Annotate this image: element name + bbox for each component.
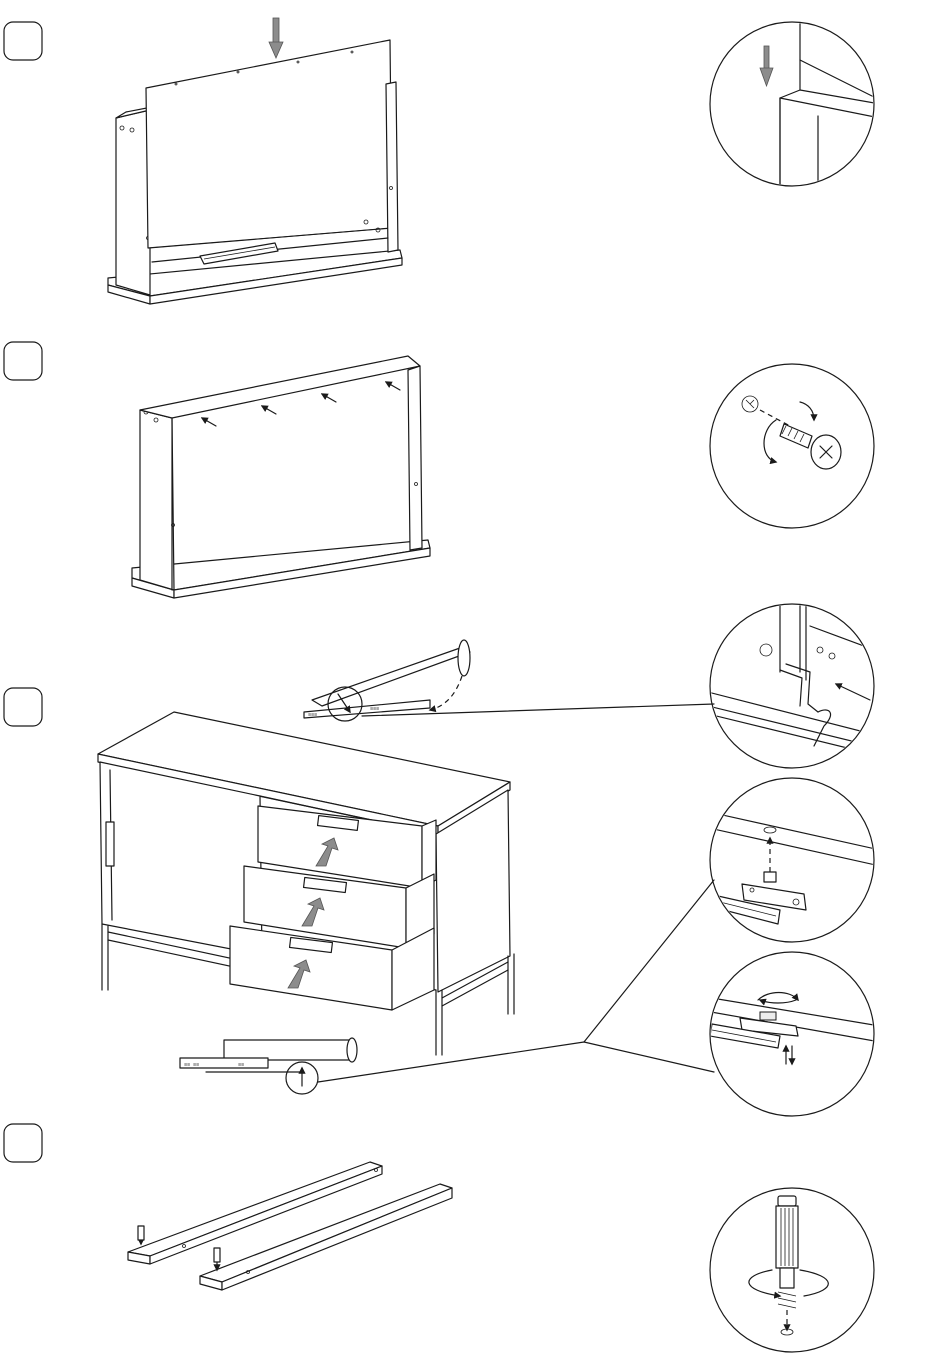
step-2-illustration [132,356,430,598]
step-box-4 [4,1124,42,1162]
clip-icon [700,810,880,924]
svg-text:≡≡: ≡≡ [238,1062,244,1068]
step-3-illustration [98,712,514,1055]
detail-slide-adjust [700,952,880,1116]
step-box-2 [4,342,42,380]
svg-text:≡≡≡: ≡≡≡ [370,706,379,712]
step-4-illustration [128,1162,452,1290]
detail-screw [710,364,874,528]
detail-slide-clip [700,778,880,942]
svg-text:≡≡ ≡≡: ≡≡ ≡≡ [184,1062,199,1068]
step-box-1 [4,22,42,60]
step-box-3 [4,688,42,726]
rail-clip-icon [700,600,880,756]
screw-icon [742,396,841,469]
detail-cam-bolt [710,1188,874,1352]
bolt-icon [749,1196,828,1335]
svg-text:≡≡≡: ≡≡≡ [308,712,317,718]
down-arrow-icon [760,46,773,86]
down-arrow-icon [269,18,283,58]
drawer-rail-top: ≡≡≡ ≡≡≡ [304,640,714,721]
detail-drawer-rail [700,600,880,768]
step-1-illustration [108,18,402,304]
rotate-icon [700,993,880,1065]
detail-panel-insert [710,0,880,200]
